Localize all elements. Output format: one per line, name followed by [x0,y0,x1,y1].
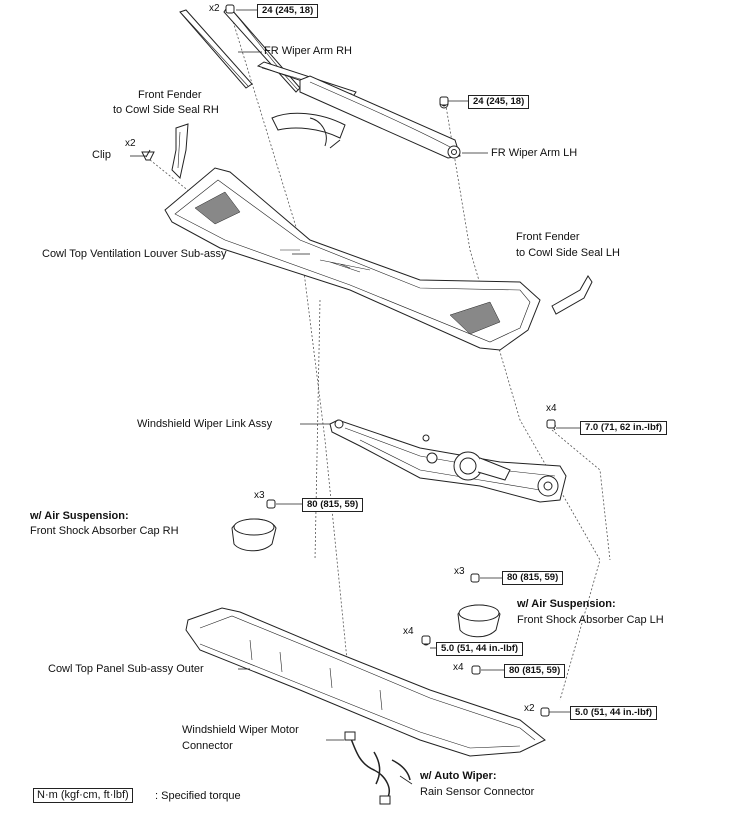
label-rain-sensor: Rain Sensor Connector [420,786,535,798]
qty-panel-bolt-a: x4 [403,626,414,637]
label-fender-seal-lh-line2: to Cowl Side Seal LH [516,247,620,259]
qty-panel-bolt-b: x2 [524,703,535,714]
qty-clip: x2 [125,138,136,149]
leader-lines [130,9,580,785]
shock-cap-lh-shape [457,574,501,638]
label-wiper-link: Windshield Wiper Link Assy [137,418,273,430]
qty-link-bolt: x4 [546,403,557,414]
torque-arm-lh: 24 (245, 18) [468,95,530,109]
connector-harness-shape [344,731,411,805]
label-motor-connector-line1: Windshield Wiper Motor [182,724,299,736]
qty-cap-lh-nut: x3 [454,566,465,577]
label-fender-seal-lh-line1: Front Fender [516,231,580,243]
torque-panel-bolt-a: 5.0 (51, 44 in.-lbf) [436,642,524,656]
legend-unit-box: N·m (kgf·cm, ft·lbf) [33,788,133,803]
label-clip: Clip [92,149,111,161]
label-shock-cap-rh: Front Shock Absorber Cap RH [30,525,179,537]
torque-arm-rh: 24 (245, 18) [257,4,319,18]
label-shock-cap-lh: Front Shock Absorber Cap LH [517,614,664,626]
fastener-glyphs [225,4,556,717]
label-fender-seal-rh-line1: Front Fender [138,89,202,101]
torque-cap-rh-nut: 80 (815, 59) [302,498,364,512]
shock-cap-rh-shape [231,500,277,552]
label-motor-connector-line2: Connector [182,740,233,752]
label-auto-wiper: w/ Auto Wiper: [420,770,497,782]
label-cowl-louver: Cowl Top Ventilation Louver Sub-assy [42,248,227,260]
label-fender-seal-rh-line2: to Cowl Side Seal RH [113,104,219,116]
label-air-suspension-lh: w/ Air Suspension: [517,598,616,610]
qty-cap-rh-nut: x3 [254,490,265,501]
torque-panel-bolt-b: 5.0 (51, 44 in.-lbf) [570,706,658,720]
torque-panel-nut: 80 (815, 59) [504,664,566,678]
label-fr-wiper-arm-lh: FR Wiper Arm LH [491,147,578,159]
qty-panel-nut: x4 [453,662,464,673]
torque-link-bolt: 7.0 (71, 62 in.-lbf) [580,421,668,435]
fender-seal-lh-shape [551,275,593,315]
wiper-link-shape [329,419,567,503]
torque-cap-lh-nut: 80 (815, 59) [502,571,564,585]
fender-seal-rh-shape [141,123,189,180]
wiper-arm-lh-shape [256,61,461,159]
label-cowl-panel-outer: Cowl Top Panel Sub-assy Outer [48,663,204,675]
legend-text: : Specified torque [155,790,241,802]
qty-arm-rh: x2 [209,3,220,14]
cowl-louver-shape [164,167,541,351]
label-air-suspension-rh: w/ Air Suspension: [30,510,129,522]
label-fr-wiper-arm-rh: FR Wiper Arm RH [264,45,352,57]
